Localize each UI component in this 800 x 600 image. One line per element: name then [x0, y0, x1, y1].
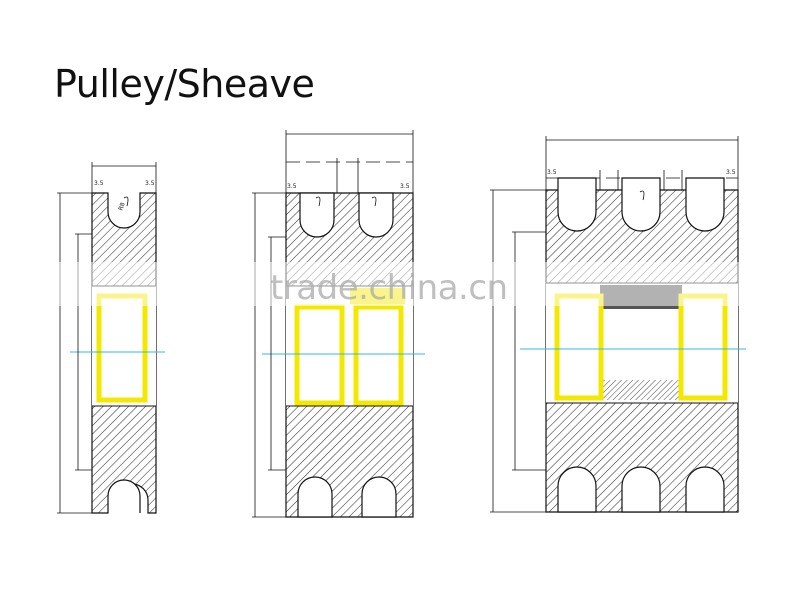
edge-dim-left: 3.5: [547, 169, 557, 176]
bearing-outline: [353, 304, 404, 406]
page-title: Pulley/Sheave: [54, 62, 315, 106]
edge-dim-left: 3.5: [94, 180, 104, 187]
watermark-text: trade.china.cn: [270, 268, 508, 308]
edge-dim-right: 3.5: [400, 183, 410, 190]
edge-dim-right: 3.5: [145, 180, 155, 187]
pulley-double-groove: 3.5 3.5: [252, 130, 425, 518]
bearing-outline: [294, 304, 345, 406]
radius-dim: R8: [117, 202, 126, 212]
edge-dim-right: 3.5: [726, 169, 736, 176]
edge-dim-left: 3.5: [287, 183, 297, 190]
pulley-triple-groove: 3.5 3.5: [490, 136, 746, 513]
pulley-single-groove: 3.5 3.5 R8: [57, 162, 165, 514]
